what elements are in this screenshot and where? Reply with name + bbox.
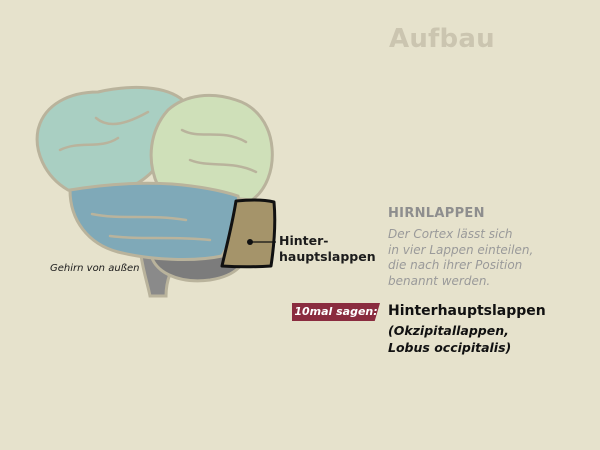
term-synonym-line: (Okzipitallappen, (388, 323, 509, 338)
description-text: Der Cortex lässt sich in vier Lappen ein… (388, 227, 588, 289)
description-line: die nach ihrer Position (388, 258, 523, 272)
page-title: Aufbau (389, 24, 495, 54)
description-line: Der Cortex lässt sich (388, 227, 513, 241)
occipital-lobe (220, 198, 277, 269)
section-heading: HIRNLAPPEN (388, 206, 485, 221)
description-line: in vier Lappen einteilen, (388, 242, 534, 257)
occipital-lobe-label: Hinter- hauptslappen (279, 233, 376, 265)
diagram-caption: Gehirn von außen (50, 263, 140, 274)
term-title: Hinterhauptslappen (388, 303, 546, 319)
gyri-lines (58, 110, 258, 242)
description-line: benannt werden. (388, 273, 491, 288)
temporal-lobe (68, 181, 241, 261)
term-synonyms: (Okzipitallappen, Lobus occipitalis) (388, 322, 511, 356)
occipital-label-line1: Hinter- (279, 233, 329, 248)
occipital-label-line2: hauptslappen (279, 249, 376, 264)
term-synonym-line: Lobus occipitalis) (388, 340, 512, 355)
repeat-badge: 10mal sagen: (292, 303, 380, 321)
